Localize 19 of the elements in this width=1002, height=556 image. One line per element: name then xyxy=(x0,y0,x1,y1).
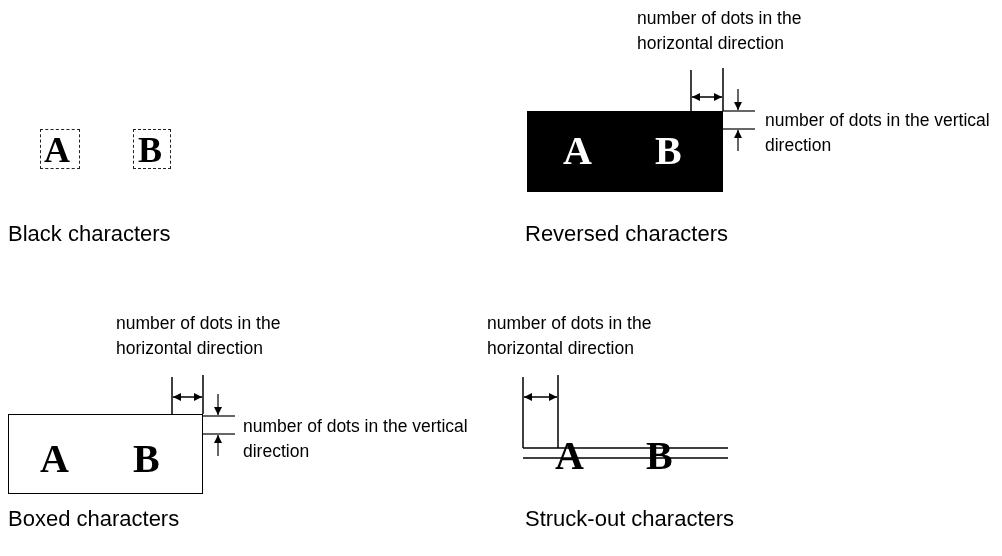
dimension-label: number of dots in the vertical direction xyxy=(243,415,469,463)
caption: Reversed characters xyxy=(525,221,728,247)
dimension-label: number of dots in the horizontal direction xyxy=(487,312,653,360)
character-glyph: A xyxy=(563,131,592,171)
text-box xyxy=(8,414,203,494)
character-glyph: B xyxy=(133,439,160,479)
character-glyph: A xyxy=(40,439,69,479)
character-cell xyxy=(133,129,171,169)
character-glyph: B xyxy=(138,132,162,168)
reversed-text-box xyxy=(527,111,723,192)
dimension-label: number of dots in the vertical direction xyxy=(765,109,991,157)
character-cell xyxy=(40,129,80,169)
caption: Black characters xyxy=(8,221,171,247)
dimension-label: number of dots in the horizontal direction xyxy=(116,312,282,360)
character-glyph: A xyxy=(44,132,70,168)
character-glyph: B xyxy=(655,131,682,171)
dimension-label: number of dots in the horizontal direction xyxy=(637,7,803,55)
caption: Boxed characters xyxy=(8,506,180,532)
caption: Struck-out characters xyxy=(525,506,735,532)
